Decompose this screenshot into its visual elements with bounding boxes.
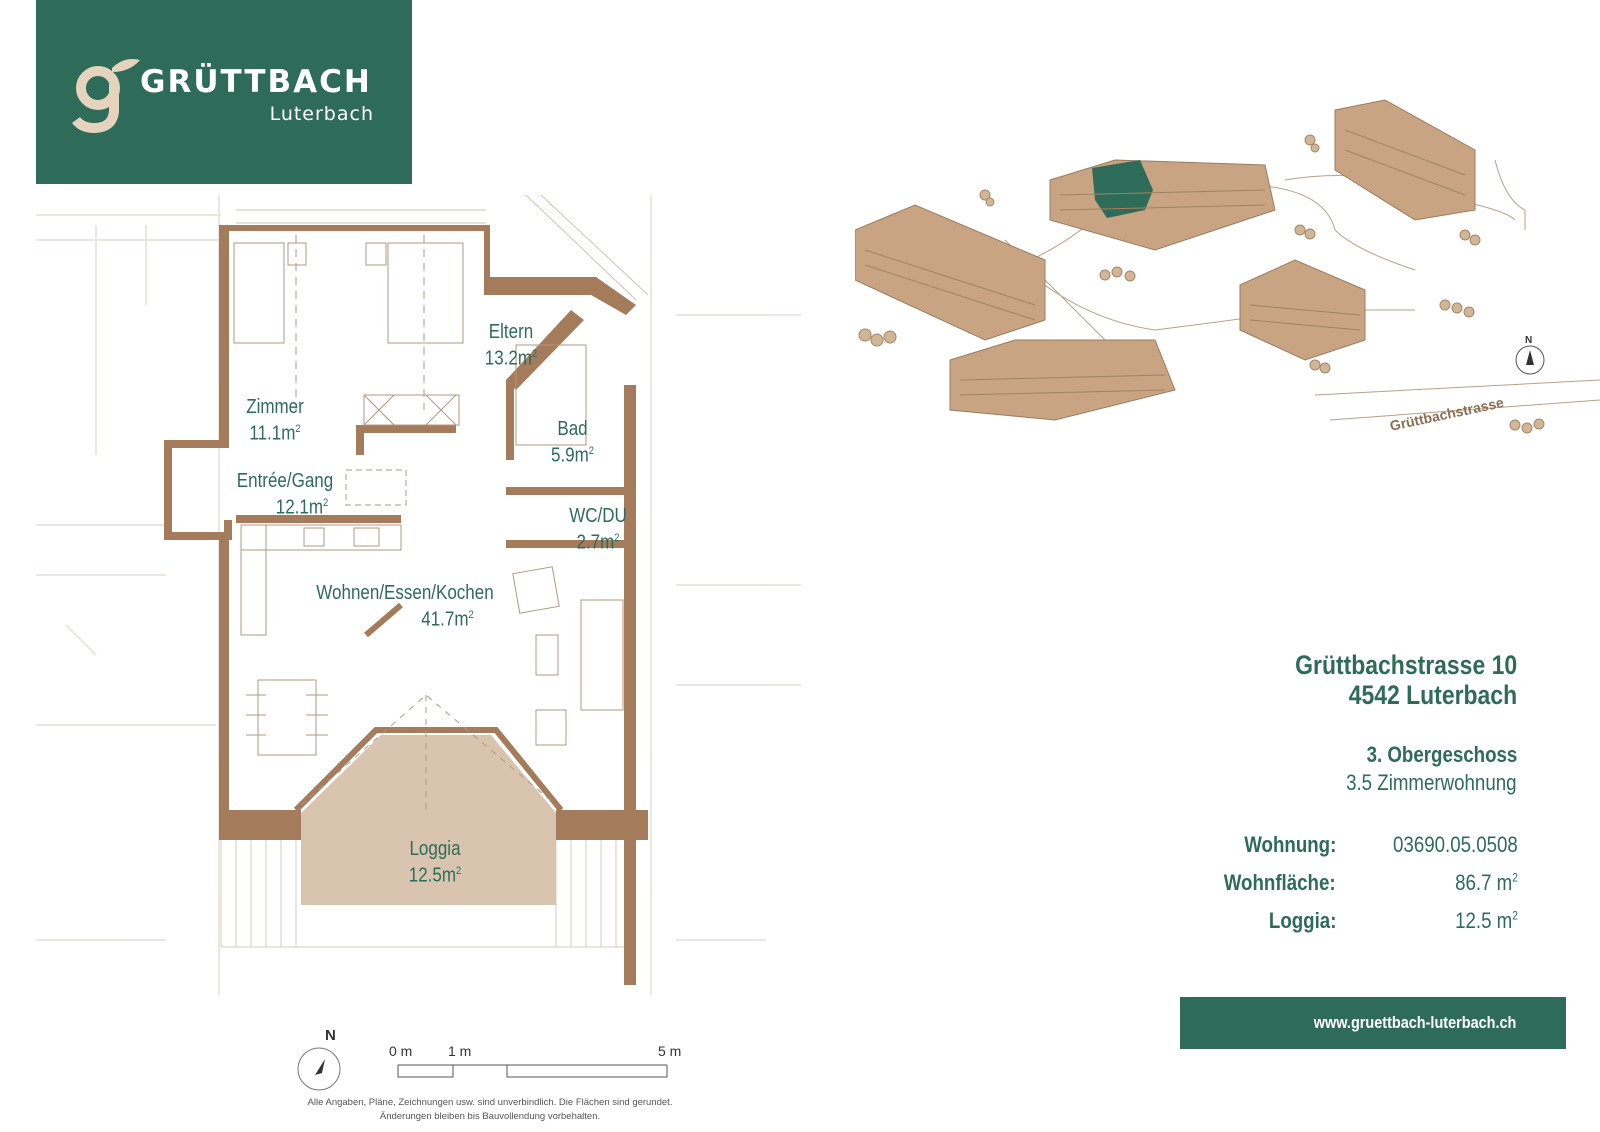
spec-row-loggia: Loggia: 12.5 m2 [1170,908,1518,940]
floor-label: 3. Obergeschoss [1366,742,1517,767]
room-label-eltern: Eltern 13.2m2 [484,321,538,370]
site-plan-drawing: N [855,99,1600,434]
disclaimer-line-1: Alle Angaben, Pläne, Zeichnungen usw. si… [307,1097,673,1108]
scale-label-5: 5 m [658,1043,682,1059]
compass-north-label: N [325,1027,336,1044]
brand-name: GRÜTTBACH [140,64,372,100]
room-label-bad: Bad 5.9m2 [550,418,595,467]
spec-label: Wohnung: [1243,832,1336,857]
room-label-entree: Entrée/Gang 12.1m2 [236,470,334,519]
site-north-label: N [1525,335,1532,346]
spec-label: Wohnfläche: [1224,870,1336,895]
website-bar[interactable]: www.gruettbach-luterbach.ch [1180,997,1566,1049]
site-north-arrow: N [1515,335,1545,375]
brand-location: Luterbach [269,103,374,125]
website-link[interactable]: www.gruettbach-luterbach.ch [1313,1013,1516,1032]
room-label-wohnen: Wohnen/Essen/Kochen 41.7m2 [316,582,494,631]
spec-value: 86.7 m2 [1455,870,1518,895]
apartment-type: 3.5 Zimmerwohnung [1346,770,1517,795]
scale-label-1: 1 m [448,1043,472,1059]
highlighted-building-unit [1092,160,1153,218]
floor-plan-drawing [36,195,801,995]
scale-bar [397,1064,668,1078]
compass-icon [297,1047,341,1091]
address-line-2: 4542 Luterbach [1348,680,1517,710]
address-line-1: Grüttbachstrasse 10 [1295,650,1517,680]
brand-logo-block: GRÜTTBACH Luterbach [36,0,412,184]
room-label-zimmer: Zimmer 11.1m2 [246,396,304,445]
room-label-wc: WC/DU 2.7m2 [569,505,627,554]
spec-row-wohnung: Wohnung: 03690.05.0508 [1170,832,1518,864]
spec-value: 03690.05.0508 [1393,832,1518,857]
disclaimer-line-2: Änderungen bleiben bis Bauvollendung vor… [379,1111,601,1122]
scale-label-0: 0 m [389,1043,413,1059]
spec-label: Loggia: [1268,908,1336,933]
spec-row-wohnflaeche: Wohnfläche: 86.7 m2 [1170,870,1518,902]
grüttbach-logo-icon [72,59,140,134]
spec-value: 12.5 m2 [1455,908,1518,933]
room-label-loggia: Loggia 12.5m2 [408,838,462,887]
